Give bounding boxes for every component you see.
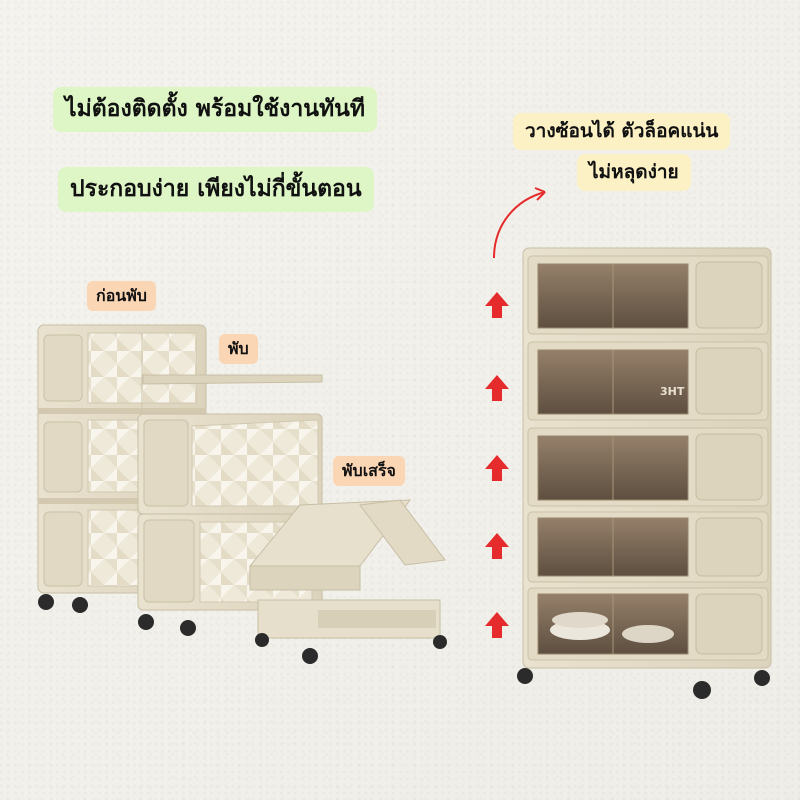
up-arrow-icon	[485, 292, 509, 638]
product-label: 3HT	[660, 385, 685, 398]
stack-caption-line2: ไม่หลุดง่าย	[577, 154, 691, 191]
stacked-cabinet: 3HT	[517, 247, 772, 699]
step-before-fold-label: ก่อนพับ	[87, 281, 156, 311]
step-fold-label: พับ	[219, 334, 258, 364]
cabinet-folded	[248, 499, 447, 664]
stack-caption-line1: วางซ้อนได้ ตัวล็อคแน่น	[513, 113, 731, 150]
headline-line2: ประกอบง่าย เพียงไม่กี่ขั้นตอน	[58, 167, 374, 212]
cabinet-folding	[137, 374, 323, 636]
headline-line1: ไม่ต้องติดตั้ง พร้อมใช้งานทันที	[53, 87, 377, 132]
curved-arrow-icon	[493, 187, 546, 259]
step-done-label: พับเสร็จ	[333, 456, 405, 486]
